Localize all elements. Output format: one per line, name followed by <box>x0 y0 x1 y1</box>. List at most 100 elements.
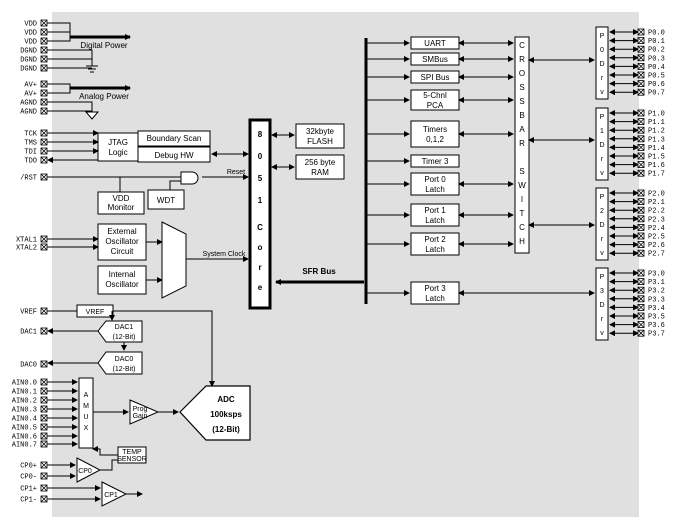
dac1-line2: (12-Bit) <box>113 334 136 341</box>
periph-timer3-label: Timer 3 <box>422 157 449 166</box>
internal-osc-line1: Oscillator <box>105 280 139 289</box>
port0-pin-label-3: P0.3 <box>648 55 665 63</box>
pin-cross <box>40 80 48 88</box>
pin-cross <box>40 414 48 422</box>
prog-gain-line2: Gain <box>133 413 148 420</box>
pin-cross <box>637 278 645 285</box>
external-osc-line1: Oscillator <box>105 237 139 246</box>
dac1-pin-label: DAC1 <box>20 329 37 337</box>
port2-pin-pad-0 <box>637 189 645 197</box>
periph-smbus-label: SMBus <box>422 55 448 64</box>
port2-pin-pad-6 <box>637 241 645 249</box>
port0-pin-label-0: P0.0 <box>648 30 665 38</box>
periph-uart-label: UART <box>424 39 446 48</box>
adc-line1: ADC <box>217 395 235 404</box>
periph-port3-line2: Latch <box>425 294 445 303</box>
pin-cross <box>637 80 645 87</box>
port3-driver-char-0: P <box>600 274 605 281</box>
periph-timers-line2: 0,1,2 <box>426 135 444 144</box>
port0-pin-pad-5 <box>637 71 645 79</box>
pin-cross <box>40 461 48 469</box>
periph-port2-line1: Port 2 <box>424 235 446 244</box>
jtag-pin-2-pad <box>40 147 48 155</box>
crossbar-char-11: I <box>521 195 523 204</box>
analog-power-pin-3-pad <box>40 107 48 115</box>
cp0-plus-pin-pad <box>40 461 48 469</box>
jtag-logic-line2: Logic <box>108 148 127 157</box>
port0-pin-label-5: P0.5 <box>648 73 665 81</box>
port1-pin-label-5: P1.5 <box>648 154 665 162</box>
pin-cross <box>637 169 645 177</box>
pin-cross <box>637 63 645 70</box>
port0-pin-label-1: P0.1 <box>648 38 665 46</box>
crossbar-char-2: O <box>519 69 525 78</box>
digital-power-pin-0-label: VDD <box>24 21 37 29</box>
ain-pin-3-pad <box>40 405 48 413</box>
cp1-label: CP1 <box>104 492 118 499</box>
port0-pin-label-7: P0.7 <box>648 90 665 98</box>
port1-pin-label-6: P1.6 <box>648 162 665 170</box>
pin-cross <box>637 144 645 151</box>
pin-cross <box>637 312 645 320</box>
port0-pin-label-4: P0.4 <box>648 64 665 72</box>
amux-char-3: X <box>84 425 89 432</box>
port1-pin-pad-1 <box>637 118 645 125</box>
cp0-minus-pin-label: CP0- <box>20 474 37 482</box>
xtal2-pin-pad <box>40 243 48 251</box>
port2-pin-label-3: P2.3 <box>648 216 665 224</box>
cp1-minus-pin-pad <box>40 495 48 503</box>
analog-power-pin-0-pad <box>40 80 48 88</box>
ain-pin-4-pad <box>40 414 48 422</box>
analog-power-label: Analog Power <box>79 92 129 101</box>
cp1-plus-pin-label: CP1+ <box>20 486 37 494</box>
dac1-line1: DAC1 <box>115 324 134 331</box>
pin-cross <box>40 147 48 155</box>
pin-cross <box>40 173 48 181</box>
temp-to-amux <box>92 446 118 456</box>
reset-pin-pad <box>40 173 48 181</box>
dac0-line2: (12-Bit) <box>113 366 136 373</box>
reset-label: Reset <box>227 169 245 176</box>
port1-pin-label-3: P1.3 <box>648 136 665 144</box>
port3-pin-label-4: P3.4 <box>648 305 665 313</box>
internal-osc-box <box>97 265 147 295</box>
analog-power-pin-2-pad <box>40 98 48 106</box>
port3-pin-pad-7 <box>637 329 645 337</box>
pin-cross <box>40 28 48 36</box>
pin-cross <box>40 107 48 115</box>
port1-driver-char-4: v <box>600 170 604 177</box>
debug-hw-box <box>137 146 211 163</box>
pin-cross <box>637 45 645 53</box>
pin-cross <box>40 484 48 492</box>
adc-line2: 100ksps <box>210 410 242 419</box>
port1-pin-pad-2 <box>637 126 645 134</box>
port0-pin-pad-4 <box>637 63 645 70</box>
port1-pin-label-7: P1.7 <box>648 171 665 179</box>
port1-driver-char-3: r <box>601 156 604 163</box>
port0-pin-pad-1 <box>637 37 645 44</box>
core-box <box>248 118 272 310</box>
pin-cross <box>637 286 645 294</box>
pin-cross <box>40 129 48 137</box>
pin-cross <box>40 138 48 146</box>
periph-pca-line2: PCA <box>427 101 444 110</box>
crossbar-char-13: C <box>519 223 525 232</box>
port2-driver-char-3: r <box>601 236 604 243</box>
port1-driver-char-2: D <box>599 142 604 149</box>
xtal2-pin-label: XTAL2 <box>16 245 37 253</box>
port0-driver-char-3: r <box>601 75 604 82</box>
crossbar-char-14: H <box>519 237 525 246</box>
pin-cross <box>637 109 645 117</box>
boundary-scan-box <box>137 130 211 147</box>
digital-power-label: Digital Power <box>80 41 127 50</box>
port3-pin-pad-1 <box>637 278 645 286</box>
ain-pin-0-pad <box>40 378 48 386</box>
jtag-logic-box <box>97 132 139 162</box>
port0-pin-pad-7 <box>637 88 645 96</box>
ain-pin-5-pad <box>40 423 48 431</box>
clock-mux <box>161 221 187 299</box>
cp0-out <box>100 459 118 471</box>
pin-cross <box>637 329 645 337</box>
debug-hw-label: Debug HW <box>154 151 194 160</box>
ain-pin-4-label: AIN0.4 <box>12 416 37 424</box>
